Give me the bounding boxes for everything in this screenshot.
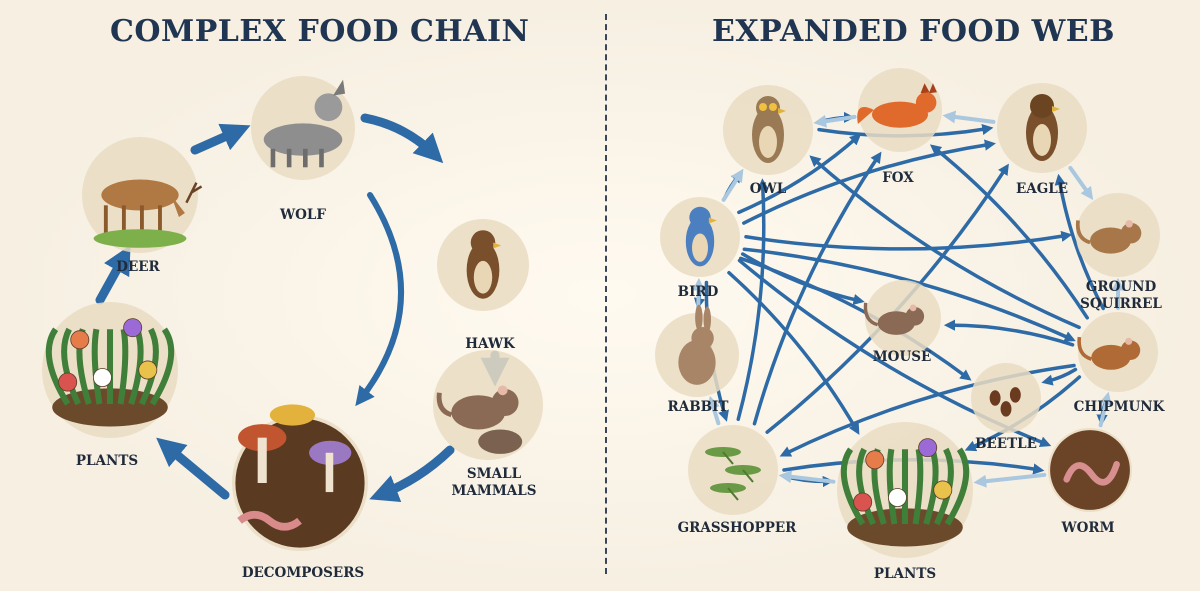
chain-hawk-node: [437, 219, 529, 311]
ground-squirrel-icon: [1075, 220, 1142, 254]
deer-icon: [93, 179, 203, 248]
node-circle: [971, 363, 1041, 433]
worm-icon: [1050, 430, 1130, 510]
decomposers-icon: [235, 404, 365, 548]
web-beetle-node: [971, 363, 1041, 433]
arrow-wolf-to-hawk: [360, 113, 444, 164]
label-bird: BIRD: [677, 284, 719, 300]
label-eagle: EAGLE: [1015, 181, 1069, 197]
label-grasshopper: GRASSHOPPER: [677, 520, 797, 536]
web-fox-node: [857, 68, 942, 152]
chain-small-mammals-node: [433, 350, 543, 460]
label-plants-left: PLANTS: [75, 453, 139, 469]
chipmunk-icon: [1077, 336, 1141, 370]
ring-arrow-eagle-ground_squirrel: [1068, 165, 1094, 201]
ring-arrow-grasshopper-rabbit: [707, 395, 721, 426]
grasshopper-icon: [705, 447, 761, 501]
arrow-deer-to-wolf: [190, 123, 251, 155]
small-mammals-icon: [436, 385, 523, 454]
plants-icon: [840, 438, 970, 547]
label-mouse: MOUSE: [872, 349, 932, 365]
web-arrow-bird-fox: [737, 133, 862, 215]
chain-deer-node: [82, 137, 203, 253]
web-arrow-chipmunk-owl: [809, 155, 1081, 330]
label-ground-squirrel: GROUND SQUIRREL: [1080, 279, 1162, 312]
chain-plants-node: [42, 302, 178, 438]
arrow-wolf-to-decomposers: [355, 192, 404, 407]
label-decomposers: DECOMPOSERS: [241, 565, 365, 581]
web-arrow-bird-beetle: [738, 256, 972, 381]
label-small-mammals: SMALL MAMMALS: [451, 466, 537, 499]
arrow-small_mammals-to-decomposers: [369, 445, 455, 503]
web-arrow-grasshopper-owl: [736, 178, 769, 422]
panel-divider: [605, 14, 607, 574]
arrow-plants-to-deer: [95, 244, 131, 305]
arrow-decomposers-to-plants: [156, 437, 230, 500]
fox-icon: [857, 83, 937, 128]
ring-arrow-worm-plants: [973, 472, 1047, 488]
hawk-icon: [466, 230, 502, 299]
web-arrow-bird-plants: [727, 270, 860, 435]
eagle-icon: [1026, 94, 1060, 161]
label-rabbit: RABBIT: [667, 399, 729, 415]
label-beetle: BEETLE: [975, 436, 1037, 452]
beetle-icon: [989, 387, 1021, 417]
web-bird-node: [660, 197, 740, 277]
web-mouse-node: [863, 280, 941, 356]
label-fox: FOX: [882, 170, 914, 186]
web-arrow-chipmunk-beetle: [1041, 367, 1078, 386]
web-arrow-grasshopper-fox: [752, 151, 882, 426]
ring-arrow-eagle-fox: [942, 110, 996, 124]
plants-icon: [45, 318, 175, 427]
chain-wolf-node: [251, 76, 355, 180]
organism-nodes: [42, 68, 1160, 558]
label-wolf: WOLF: [280, 207, 326, 223]
chain-decomposers-node: [232, 404, 368, 551]
web-arrow-chipmunk-fox: [929, 144, 1089, 320]
label-owl: OWL: [749, 181, 787, 197]
label-deer: DEER: [116, 259, 160, 275]
web-eagle-node: [997, 83, 1087, 173]
web-plants-node: [837, 422, 973, 558]
label-hawk: HAWK: [465, 336, 515, 352]
web-arrow-chipmunk-grasshopper: [779, 363, 1076, 457]
web-arrow-chipmunk-mouse: [943, 319, 1075, 347]
rabbit-icon: [678, 304, 716, 385]
ring-arrow-plants-grasshopper: [778, 470, 836, 484]
web-worm-node: [1048, 428, 1132, 512]
web-owl-node: [723, 85, 813, 175]
ring-arrow-fox-owl: [813, 114, 857, 128]
web-arrow-bird-eagle: [742, 139, 996, 225]
right-panel-title: EXPANDED FOOD WEB: [712, 14, 1115, 49]
web-chipmunk-node: [1077, 312, 1158, 392]
web-arrow-chipmunk-eagle: [1054, 173, 1105, 311]
food-chain-arrows: [95, 113, 510, 503]
web-arrow-bird-ground_squirrel: [744, 230, 1073, 251]
web-ground-squirrel-node: [1075, 193, 1160, 277]
wolf-icon: [263, 79, 346, 168]
label-plants-right: PLANTS: [873, 566, 937, 582]
web-rabbit-node: [655, 304, 739, 397]
owl-icon: [752, 96, 786, 163]
web-grasshopper-node: [688, 425, 778, 515]
label-chipmunk: CHIPMUNK: [1073, 399, 1165, 415]
mouse-icon: [863, 302, 925, 335]
label-worm: WORM: [1061, 520, 1115, 536]
ring-arrow-bird-owl: [721, 168, 744, 202]
bird-icon: [685, 206, 717, 267]
ring-arrow-worm-chipmunk: [1098, 391, 1112, 428]
left-panel-title: COMPLEX FOOD CHAIN: [110, 14, 530, 49]
